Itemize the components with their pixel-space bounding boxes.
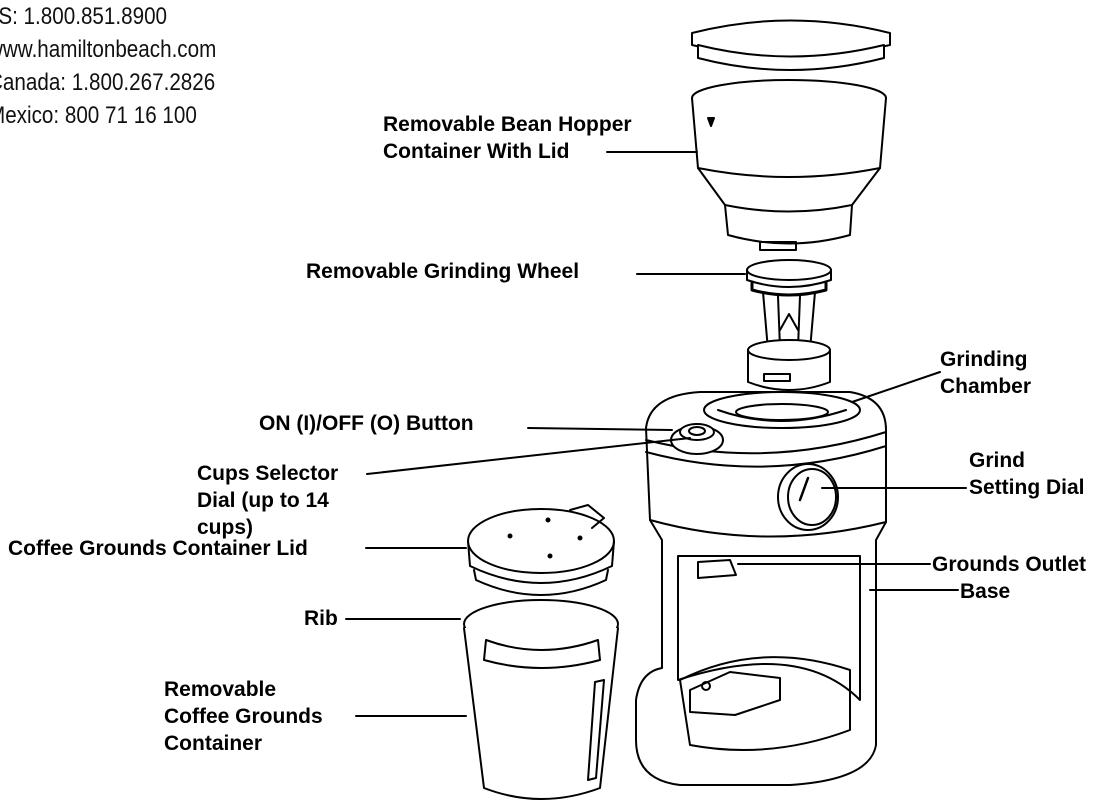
leader-lines [345, 151, 967, 717]
grinding-wheel [746, 259, 832, 391]
canada-phone: Canada: 1.800.267.2826 [0, 69, 216, 96]
label-grounds-outlet: Grounds Outlet [932, 553, 1086, 576]
label-rib: Rib [304, 607, 338, 630]
label-on-off-button: ON (I)/OFF (O) Button [259, 412, 474, 435]
label-grinding-wheel: Removable Grinding Wheel [306, 260, 580, 283]
label-container-lid: Coffee Grounds Container Lid [8, 537, 308, 560]
grounds-container [463, 599, 619, 800]
label-base: Base [960, 580, 1011, 603]
hopper-lid [691, 19, 891, 71]
label-bean-hopper: Removable Bean Hopper Container With Lid [383, 113, 632, 163]
us-phone: JS: 1.800.851.8900 [0, 3, 168, 30]
website: www.hamiltonbeach.com [0, 36, 217, 63]
container-lid [467, 504, 615, 596]
label-cups-selector: Cups Selector Dial (up to 14 cups) [197, 462, 339, 539]
contact-info: JS: 1.800.851.8900 www.hamiltonbeach.com… [0, 0, 216, 132]
mexico-phone: Mexico: 800 71 16 100 [0, 102, 197, 129]
bean-hopper [691, 79, 887, 251]
grinder-body [635, 391, 887, 786]
label-grounds-container: Removable Coffee Grounds Container [164, 678, 323, 755]
label-grind-setting-dial: Grind Setting Dial [969, 449, 1085, 499]
grind-dial [777, 463, 839, 531]
label-grinding-chamber: Grinding Chamber [940, 348, 1032, 398]
